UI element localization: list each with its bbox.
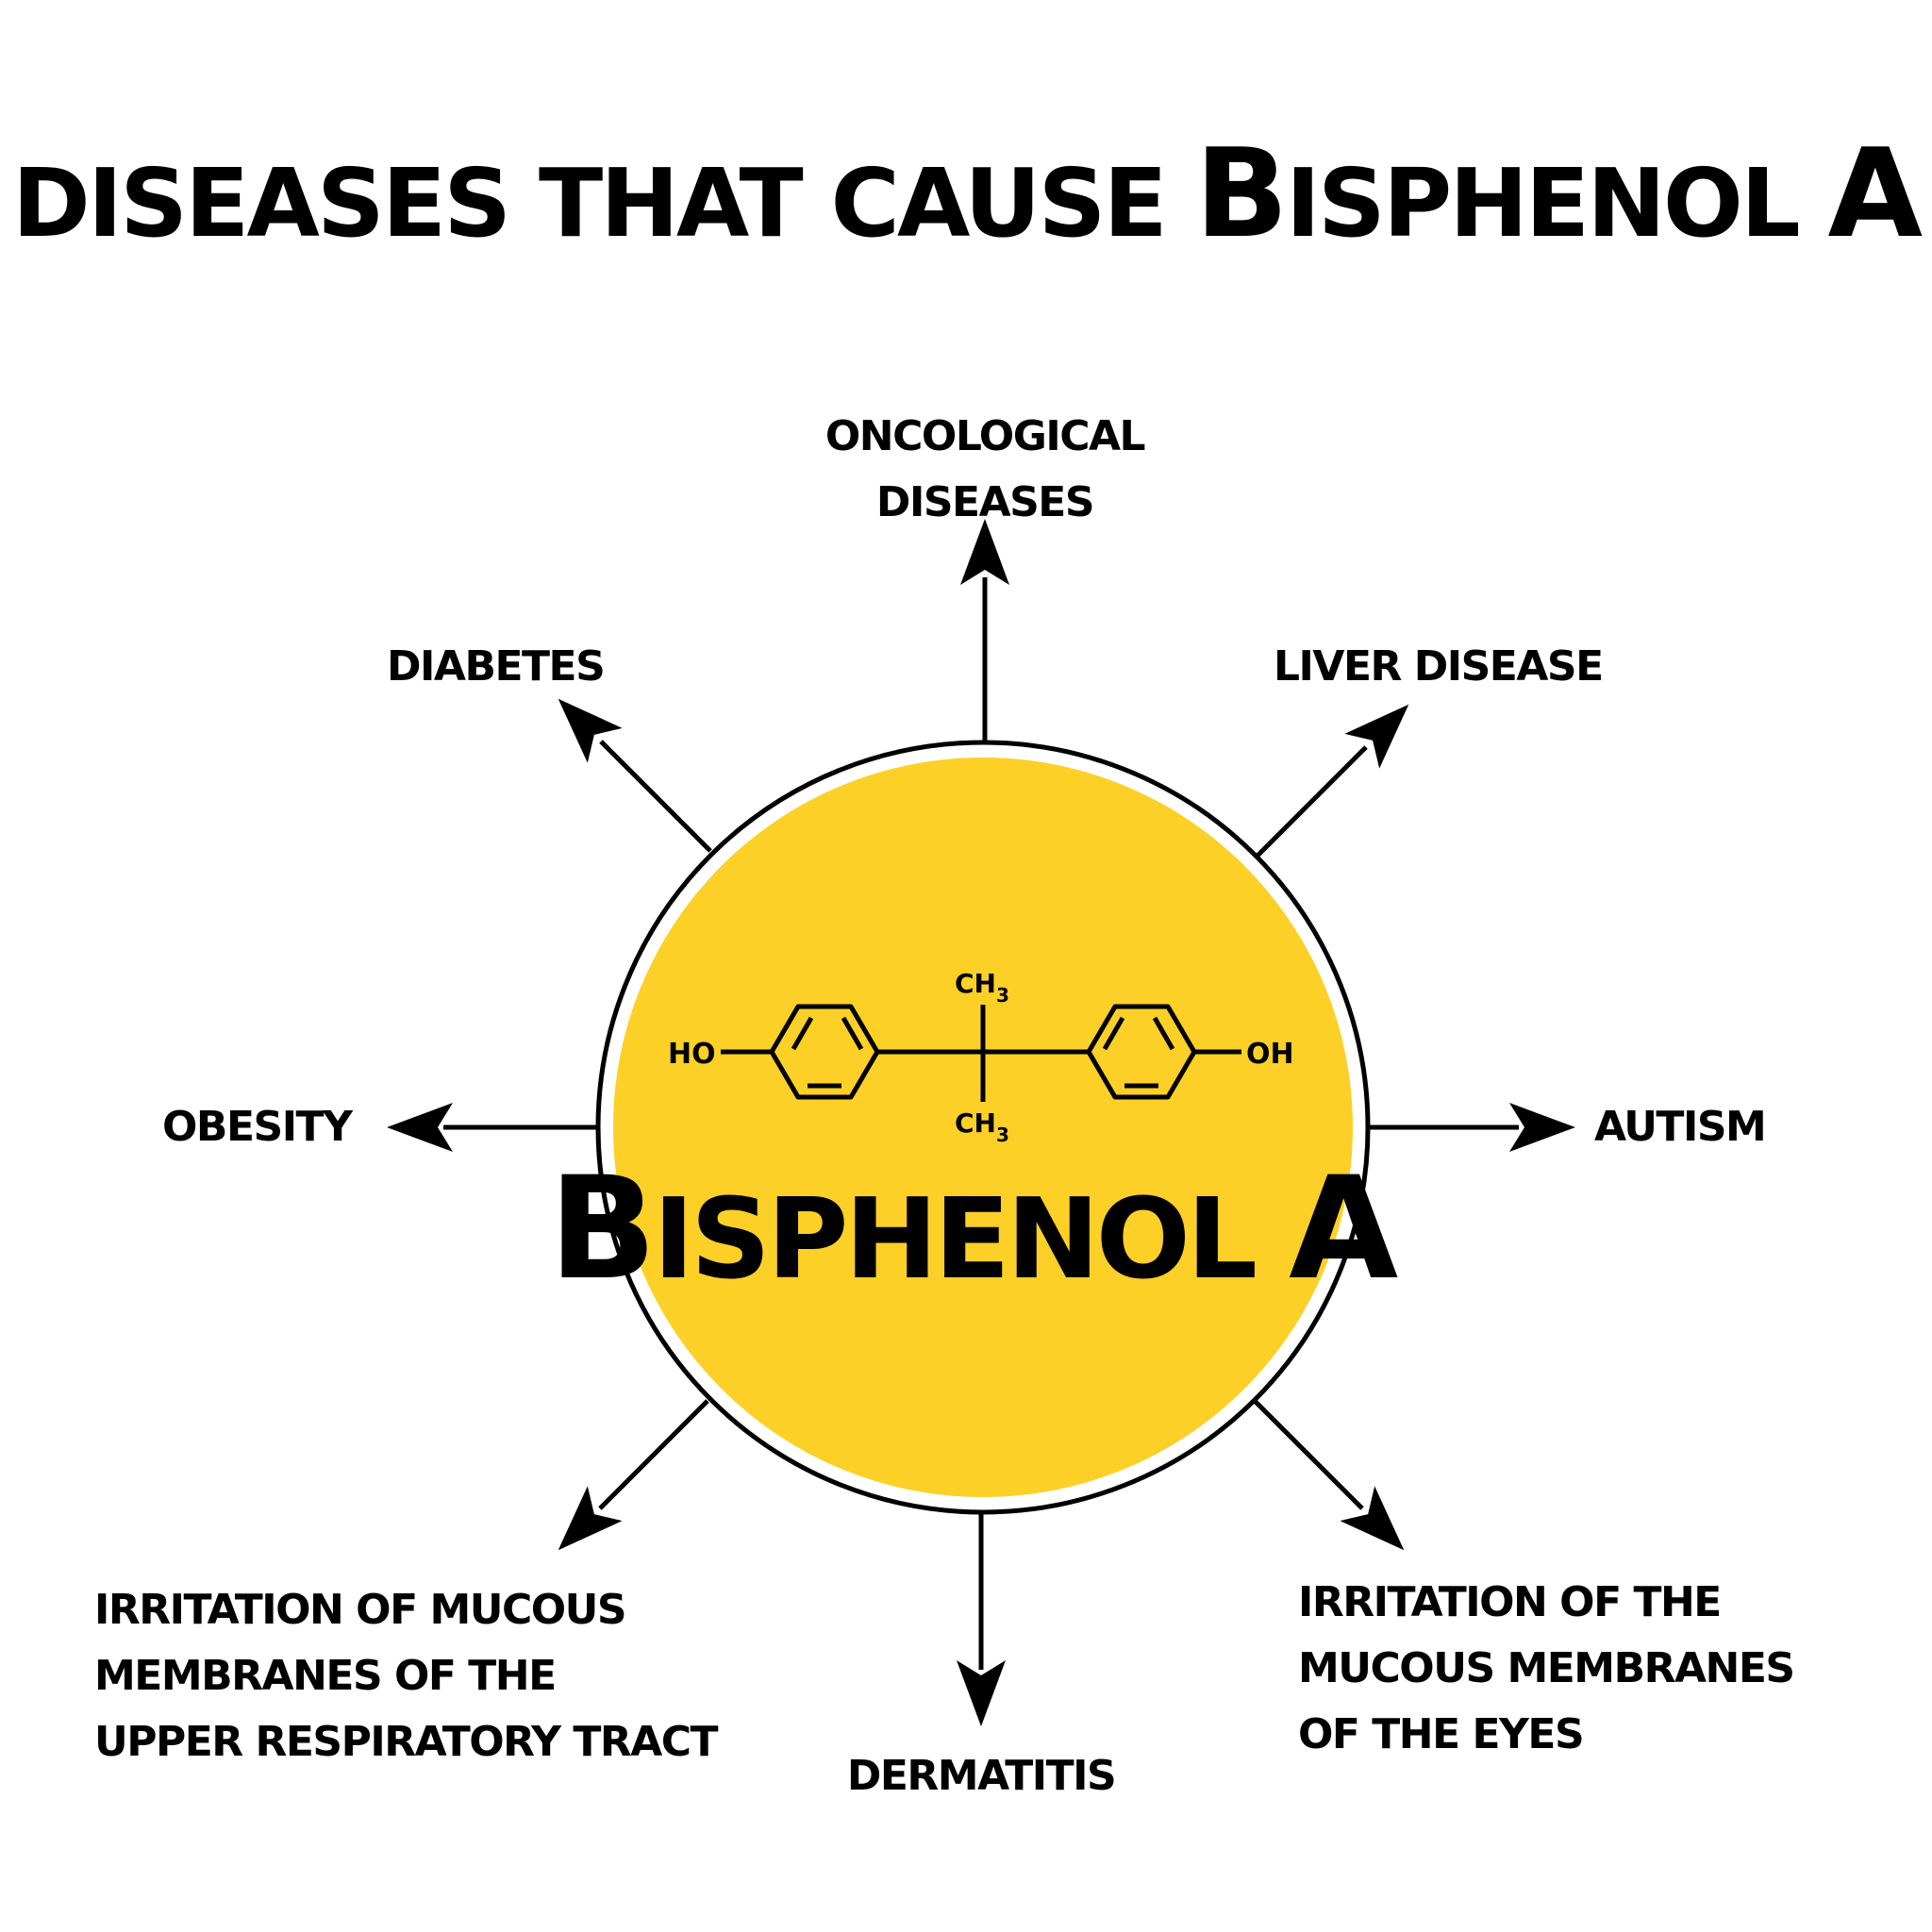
arrow-eyes	[1253, 1399, 1422, 1568]
center-name-end: A	[1289, 1147, 1398, 1311]
label-eyes-line-1: IRRITATION OF THE	[1298, 1578, 1722, 1626]
label-dermatitis: DERMATITIS	[783, 1743, 1179, 1809]
title-part-3: A	[1827, 122, 1923, 265]
left-ring-double-bond-2	[841, 1016, 864, 1051]
label-oncological-line-1: ONCOLOGICAL	[824, 412, 1146, 460]
arrow-dermatitis	[957, 1512, 1006, 1726]
label-oncological: ONCOLOGICAL DISEASES	[777, 404, 1192, 536]
label-diabetes: DIABETES	[387, 634, 606, 700]
formula-right-group: OH	[1246, 1038, 1294, 1071]
right-ring-double-bond-2	[1152, 1016, 1175, 1051]
page-title: DISEASES THAT CAUSE BISPHENOL A	[0, 132, 1932, 255]
bisphenol-structure	[721, 1004, 1241, 1102]
formula-bottom-group-text: CH	[955, 1108, 996, 1139]
center-name-cap: B	[548, 1147, 657, 1311]
label-oncological-line-2: DISEASES	[875, 478, 1095, 526]
left-ring-double-bond-1	[791, 1016, 814, 1051]
formula-top-group: CH3	[955, 968, 1009, 1007]
center-name: BISPHENOL A	[519, 1158, 1424, 1300]
arrow-autism	[1370, 1103, 1575, 1152]
formula-bottom-group-sub: 3	[996, 1124, 1009, 1146]
arrow-diabetes	[541, 681, 712, 853]
label-dermatitis-line-1: DERMATITIS	[846, 1752, 1117, 1800]
label-diabetes-line-1: DIABETES	[387, 642, 606, 691]
title-part-2-cap: B	[1194, 122, 1289, 265]
label-liver-disease: LIVER DISEASE	[1274, 634, 1604, 700]
label-eyes: IRRITATION OF THE MUCOUS MEMBRANES OF TH…	[1298, 1570, 1795, 1768]
center-circle-fill	[613, 758, 1353, 1497]
formula-top-group-text: CH	[955, 968, 996, 999]
formula-left-group: HO	[668, 1038, 716, 1071]
title-part-1: DISEASES THAT CAUSE	[11, 148, 1195, 258]
formula-bottom-group: CH3	[955, 1108, 1009, 1146]
label-autism-line-1: AUTISM	[1594, 1103, 1767, 1151]
label-upper-respiratory-line-2: MEMBRANES OF THE	[94, 1652, 557, 1700]
label-upper-respiratory: IRRITATION OF MUCOUS MEMBRANES OF THE UP…	[94, 1577, 719, 1775]
label-autism: AUTISM	[1594, 1094, 1767, 1160]
arrow-upper-respiratory	[541, 1399, 709, 1568]
arrow-liver	[1255, 687, 1426, 858]
label-obesity-line-1: OBESITY	[162, 1103, 353, 1151]
label-eyes-line-2: MUCOUS MEMBRANES	[1298, 1644, 1795, 1692]
label-obesity: OBESITY	[162, 1094, 353, 1160]
formula-top-group-sub: 3	[996, 984, 1009, 1007]
label-eyes-line-3: OF THE EYES	[1298, 1710, 1585, 1758]
arrow-obesity	[387, 1103, 596, 1152]
arrow-oncological	[960, 519, 1009, 741]
center-name-rest: ISPHENOL	[653, 1174, 1290, 1304]
label-liver-line-1: LIVER DISEASE	[1274, 642, 1604, 691]
title-part-2-rest: ISPHENOL	[1285, 148, 1828, 258]
label-upper-respiratory-line-1: IRRITATION OF MUCOUS	[94, 1586, 627, 1634]
right-ring-double-bond-1	[1102, 1016, 1125, 1051]
label-upper-respiratory-line-3: UPPER RESPIRATORY TRACT	[94, 1718, 719, 1766]
